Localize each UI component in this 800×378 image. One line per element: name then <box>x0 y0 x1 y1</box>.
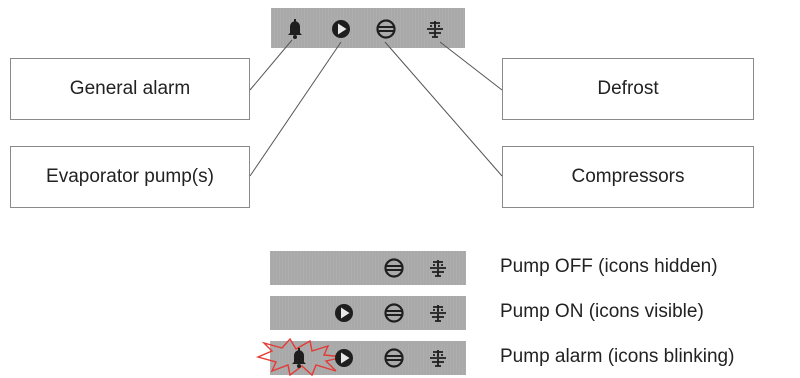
leader-defrost <box>439 41 503 91</box>
label-defrost: Defrost <box>502 58 754 120</box>
label-compressors: Compressors <box>502 146 754 208</box>
pump-icon <box>333 302 355 324</box>
label-compressors-text: Compressors <box>571 166 685 187</box>
label-evaporator-pumps: Evaporator pump(s) <box>10 146 250 208</box>
compressor-icon <box>383 302 405 324</box>
display-panel-top <box>271 8 465 48</box>
caption-pump-alarm: Pump alarm (icons blinking) <box>500 346 735 367</box>
label-general-alarm: General alarm <box>10 58 250 120</box>
leader-evaporator-pump <box>249 41 342 177</box>
compressor-icon <box>383 347 405 369</box>
compressor-icon <box>383 257 405 279</box>
leader-compressors <box>384 41 503 177</box>
display-panel-pump-off <box>270 251 466 285</box>
defrost-icon <box>424 18 446 40</box>
defrost-icon <box>427 347 449 369</box>
defrost-icon <box>427 302 449 324</box>
bell-icon <box>288 347 310 369</box>
caption-pump-on: Pump ON (icons visible) <box>500 301 704 322</box>
pump-icon <box>330 18 352 40</box>
bell-icon <box>284 18 306 40</box>
label-evaporator-pumps-text: Evaporator pump(s) <box>46 166 214 187</box>
defrost-icon <box>427 257 449 279</box>
display-panel-pump-on <box>270 296 466 330</box>
blink-burst-icon <box>255 337 345 377</box>
display-panel-pump-alarm <box>255 337 466 377</box>
compressor-icon <box>375 18 397 40</box>
label-defrost-text: Defrost <box>597 78 659 99</box>
caption-pump-off: Pump OFF (icons hidden) <box>500 256 718 277</box>
pump-icon <box>333 347 355 369</box>
label-general-alarm-text: General alarm <box>69 78 191 99</box>
